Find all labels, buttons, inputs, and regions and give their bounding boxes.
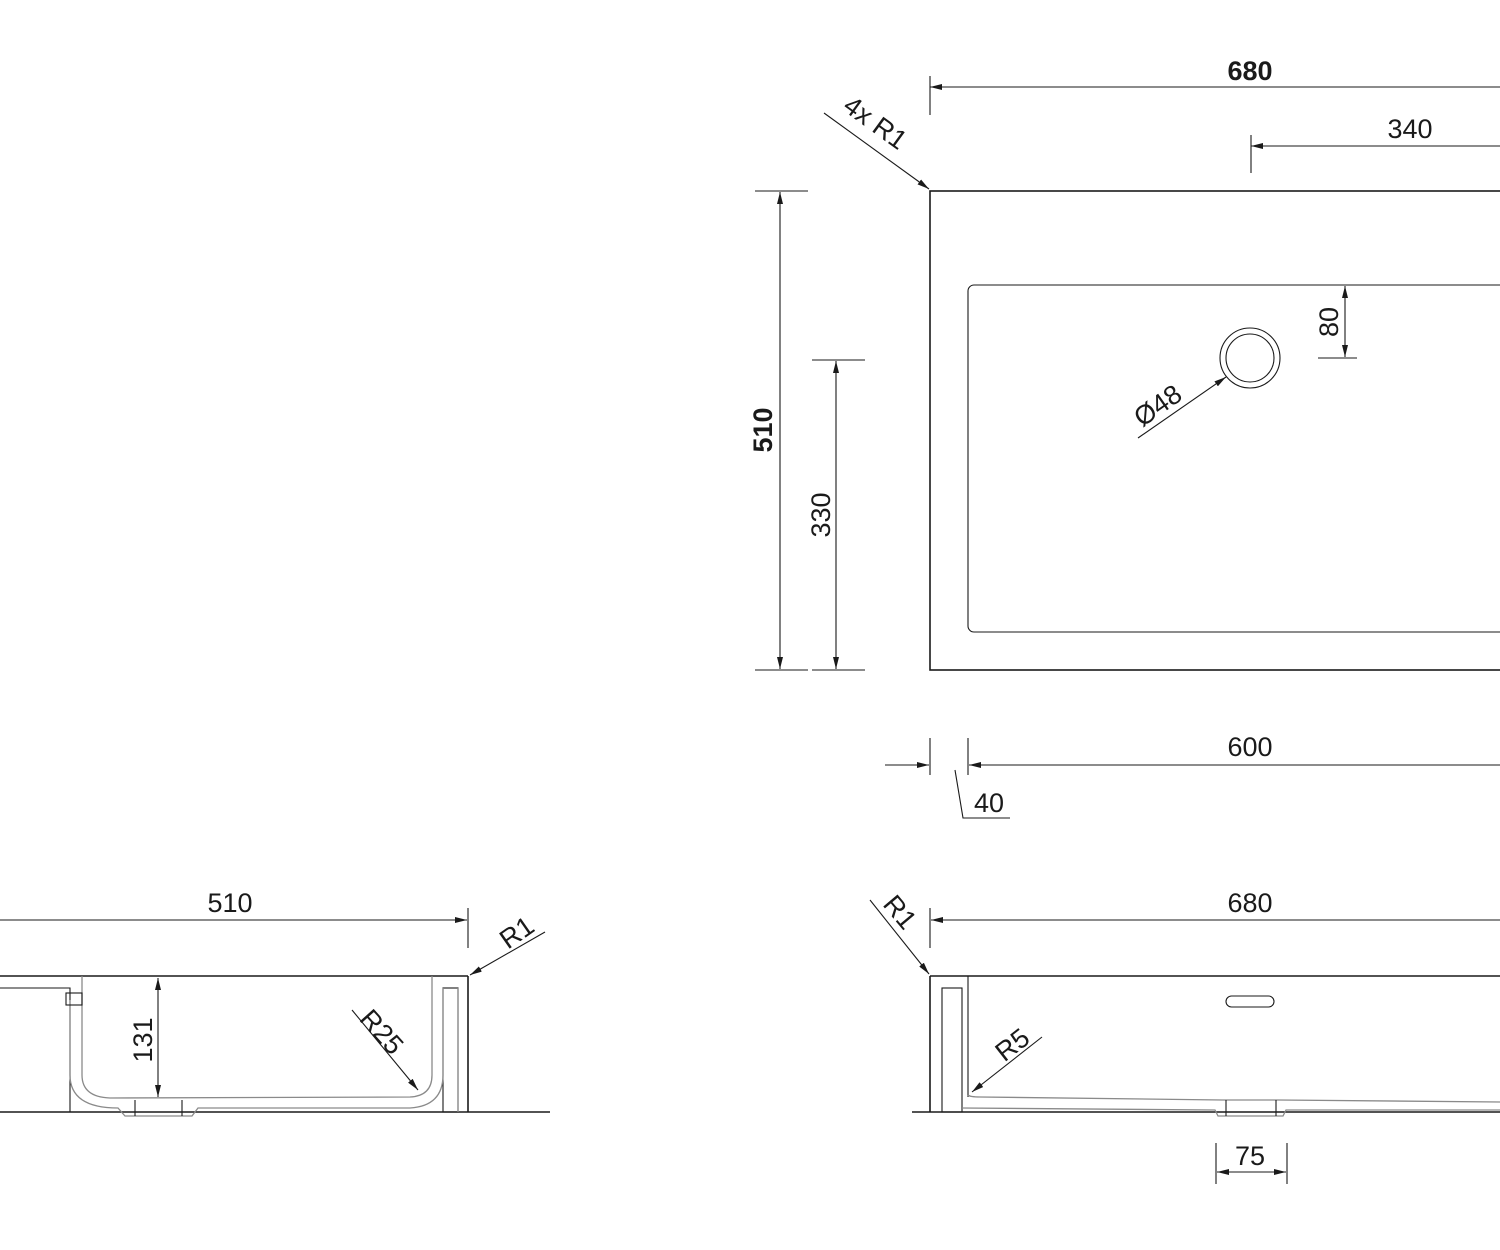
- dim-label: 131: [128, 1017, 158, 1062]
- front-view: 680 R1 R5 75: [869, 888, 1500, 1184]
- dim-half-width: 340: [1250, 114, 1500, 173]
- dim-inner-radius: R25: [351, 1004, 419, 1091]
- dim-label: 340: [1387, 114, 1432, 144]
- dim-drain-offset: 80: [1314, 286, 1357, 359]
- dim-label: R1: [877, 889, 922, 935]
- dim-drain-width: 75: [1215, 1141, 1288, 1184]
- dim-label: R1: [494, 910, 539, 954]
- dim-rim-width: 40: [954, 769, 1010, 819]
- dim-label: 330: [806, 492, 836, 537]
- dim-inner-depth: 330: [806, 359, 865, 671]
- dim-label: R25: [354, 1004, 409, 1061]
- dim-basin-width: 600: [885, 732, 1500, 775]
- dim-label: 80: [1314, 307, 1344, 337]
- overflow-slot: [1225, 995, 1275, 1008]
- dim-corner-radius: R1: [869, 889, 930, 975]
- drain-inner: [1225, 333, 1275, 383]
- outer-outline: [929, 190, 1500, 671]
- dim-label: 75: [1235, 1141, 1265, 1171]
- basin-outline: [967, 284, 1500, 633]
- dim-label: 4x R1: [838, 90, 913, 156]
- dim-corner-radius: 4x R1: [823, 90, 930, 190]
- dim-label: 600: [1227, 732, 1272, 762]
- dim-depth: 510: [0, 888, 469, 948]
- dim-label: 680: [1227, 56, 1272, 86]
- dim-label: 510: [748, 407, 778, 452]
- dim-corner-radius: R1: [469, 910, 546, 976]
- side-view: 510 R1 131 R25: [0, 888, 550, 1117]
- dim-inner-radius: R5: [971, 1022, 1043, 1093]
- dim-drain-diameter: Ø48: [1128, 376, 1227, 439]
- top-view: 680 340 4x R1 510 330 80: [748, 56, 1500, 819]
- dim-label: R5: [990, 1022, 1036, 1067]
- drain-outer: [1219, 327, 1281, 389]
- dim-overall-width: 680: [929, 56, 1500, 115]
- dim-width: 680: [929, 888, 1500, 948]
- dim-overall-depth: 510: [748, 190, 808, 671]
- dim-label: 510: [207, 888, 252, 918]
- dim-label: 40: [974, 788, 1004, 818]
- dim-label: 680: [1227, 888, 1272, 918]
- dim-basin-height: 131: [128, 978, 161, 1097]
